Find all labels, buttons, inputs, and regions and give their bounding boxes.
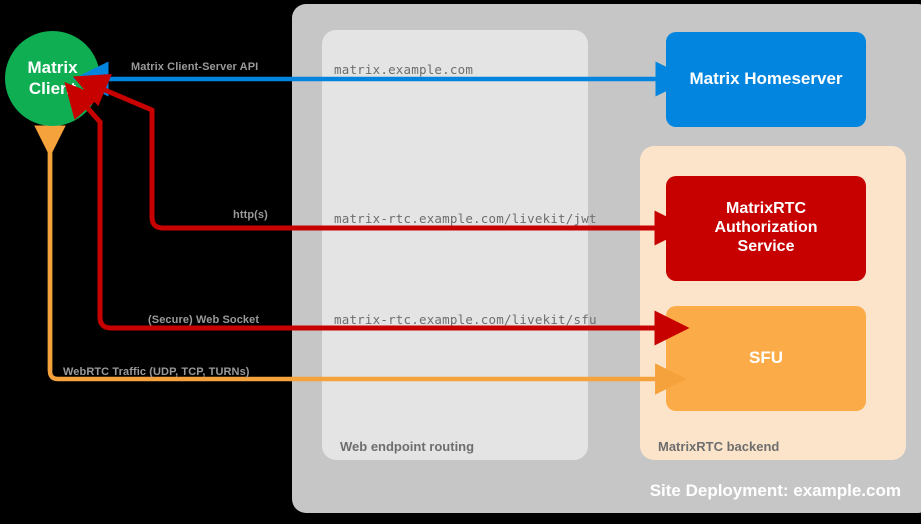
flow-webrtc-path: [34, 125, 687, 395]
node-auth-label-line2: Authorization: [714, 219, 818, 237]
caption-site-deployment: Site Deployment: example.com: [649, 481, 901, 500]
endpoint-label-jwt: matrix-rtc.example.com/livekit/jwt: [334, 211, 597, 226]
node-auth-label-line1: MatrixRTC: [725, 200, 806, 218]
node-matrix-homeserver[interactable]: Matrix Homeserver: [666, 32, 866, 127]
node-matrix-homeserver-label: Matrix Homeserver: [689, 69, 843, 89]
node-sfu-label: SFU: [749, 348, 783, 368]
flow-label-https: http(s): [233, 209, 268, 221]
node-matrix-client-line2: Client: [28, 78, 77, 98]
caption-matrixrtc-backend: MatrixRTC backend: [658, 439, 780, 454]
node-sfu[interactable]: SFU: [666, 306, 866, 411]
endpoint-label-sfu: matrix-rtc.example.com/livekit/sfu: [334, 312, 597, 327]
flow-websocket-path: [64, 81, 660, 331]
node-matrix-client-line1: Matrix: [27, 58, 78, 78]
flow-https-path: [72, 74, 660, 231]
node-auth-label: MatrixRTC Authorization Service: [714, 200, 817, 257]
node-matrixrtc-authorization-service[interactable]: MatrixRTC Authorization Service: [666, 176, 866, 281]
web-endpoint-routing-panel: [322, 30, 588, 460]
node-matrix-client-label: Matrix Client: [27, 58, 77, 99]
flow-label-websocket: (Secure) Web Socket: [148, 314, 260, 326]
node-auth-label-line3: Service: [737, 237, 795, 255]
caption-web-endpoint-routing: Web endpoint routing: [340, 439, 475, 454]
flow-label-webrtc: WebRTC Traffic (UDP, TCP, TURNs): [63, 366, 250, 378]
